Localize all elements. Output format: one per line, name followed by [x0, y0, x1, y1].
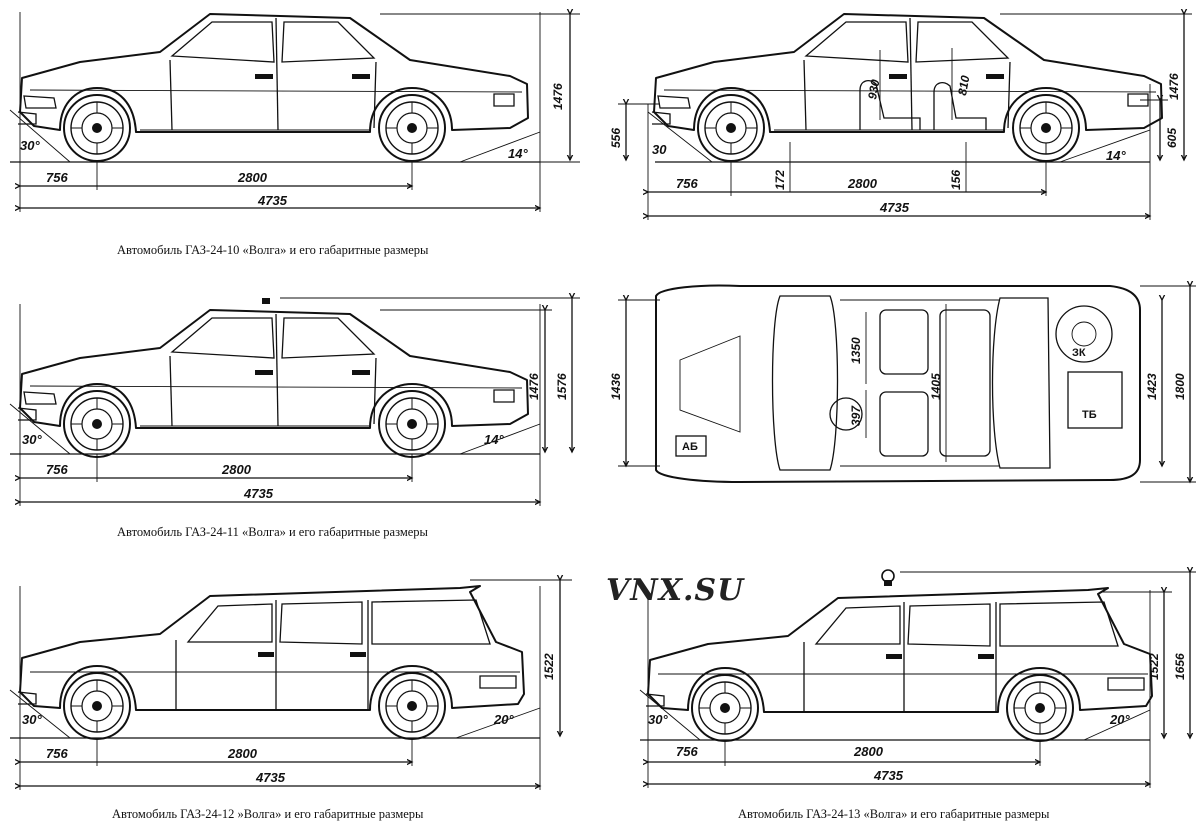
dim-height-2: 1576 — [555, 373, 569, 400]
dim-front-overhang: 756 — [46, 746, 68, 761]
dim-length: 4735 — [257, 193, 288, 208]
dim-height-2: 1656 — [1173, 653, 1187, 680]
dim-length: 4735 — [873, 768, 904, 783]
dim-approach-angle: 30° — [22, 712, 42, 727]
dim-interior-width: 1405 — [929, 373, 943, 400]
dim-approach-angle: 30° — [22, 432, 42, 447]
dim-departure-angle: 14° — [1106, 148, 1126, 163]
dim-track-front: 1436 — [609, 373, 623, 400]
dim-length: 4735 — [255, 770, 286, 785]
dim-wheelbase: 2800 — [853, 744, 884, 759]
label-fuel-tank: ТБ — [1082, 409, 1097, 421]
dim-height: 1476 — [527, 373, 541, 400]
dim-departure-angle: 20° — [493, 712, 514, 727]
dim-front-overhang: 756 — [46, 462, 68, 477]
watermark: VNX.SU — [606, 573, 745, 608]
label-battery: АБ — [682, 441, 698, 453]
dim-approach-angle: 30° — [648, 712, 668, 727]
dim-departure-angle: 14° — [484, 432, 504, 447]
dim-seat-front: 930 — [865, 78, 882, 100]
label-spare-wheel: ЗК — [1072, 347, 1086, 359]
dim-height: 1522 — [1147, 653, 1161, 680]
caption-gaz-24-11: Автомобиль ГАЗ-24-11 «Волга» и его габар… — [117, 525, 429, 539]
dim-wheelbase: 2800 — [237, 170, 268, 185]
dim-height: 1522 — [542, 653, 556, 680]
panel-gaz-24-13: 756 2800 4735 1522 1656 30° 20° Автомоби… — [639, 570, 1196, 821]
dim-track-rear: 1423 — [1145, 373, 1159, 400]
panel-gaz-24-12: 756 2800 4735 1522 30° 20° Автомобиль ГА… — [9, 580, 572, 821]
dim-wheelbase: 2800 — [227, 746, 258, 761]
dim-clearance-rear: 156 — [949, 170, 963, 190]
dim-length: 4735 — [879, 200, 910, 215]
dim-approach-angle: 30 — [652, 142, 667, 157]
dim-front-overhang: 756 — [676, 176, 698, 191]
dim-wheelbase: 2800 — [847, 176, 878, 191]
dim-seat-rear: 810 — [955, 74, 972, 96]
dim-front-height: 556 — [609, 128, 623, 148]
dim-clearance-front: 172 — [773, 170, 787, 190]
dim-seat-length: 1350 — [849, 337, 863, 364]
dim-front-overhang: 756 — [46, 170, 68, 185]
dim-wheelbase: 2800 — [221, 462, 252, 477]
caption-gaz-24-10: Автомобиль ГАЗ-24-10 «Волга» и его габар… — [117, 243, 429, 257]
dim-departure-angle: 14° — [508, 146, 528, 161]
dim-front-overhang: 756 — [676, 744, 698, 759]
caption-gaz-24-13: Автомобиль ГАЗ-24-13 «Волга» и его габар… — [738, 807, 1050, 821]
panel-gaz-24-10: 756 2800 4735 1476 30° 14° Автомобиль ГА… — [9, 12, 580, 257]
panel-gaz-24-11: 756 2800 4735 1476 1576 30° 14° Автомоби… — [9, 298, 580, 539]
dim-length: 4735 — [243, 486, 274, 501]
dim-rear-height: 605 — [1165, 128, 1179, 148]
dim-approach-angle: 30° — [20, 138, 40, 153]
dim-seat-depth: 397 — [849, 405, 863, 426]
dim-height: 1476 — [1167, 73, 1181, 100]
panel-plan-view: АБ ЗК ТБ 1436 1423 1800 1405 1350 397 — [609, 285, 1196, 482]
panel-interior-side: 756 2800 4735 1476 556 605 172 156 930 8… — [609, 14, 1192, 220]
dim-departure-angle: 20° — [1109, 712, 1130, 727]
dim-width: 1800 — [1173, 373, 1187, 400]
dim-height: 1476 — [551, 83, 565, 110]
caption-gaz-24-12: Автомобиль ГАЗ-24-12 »Волга» и его габар… — [112, 807, 424, 821]
